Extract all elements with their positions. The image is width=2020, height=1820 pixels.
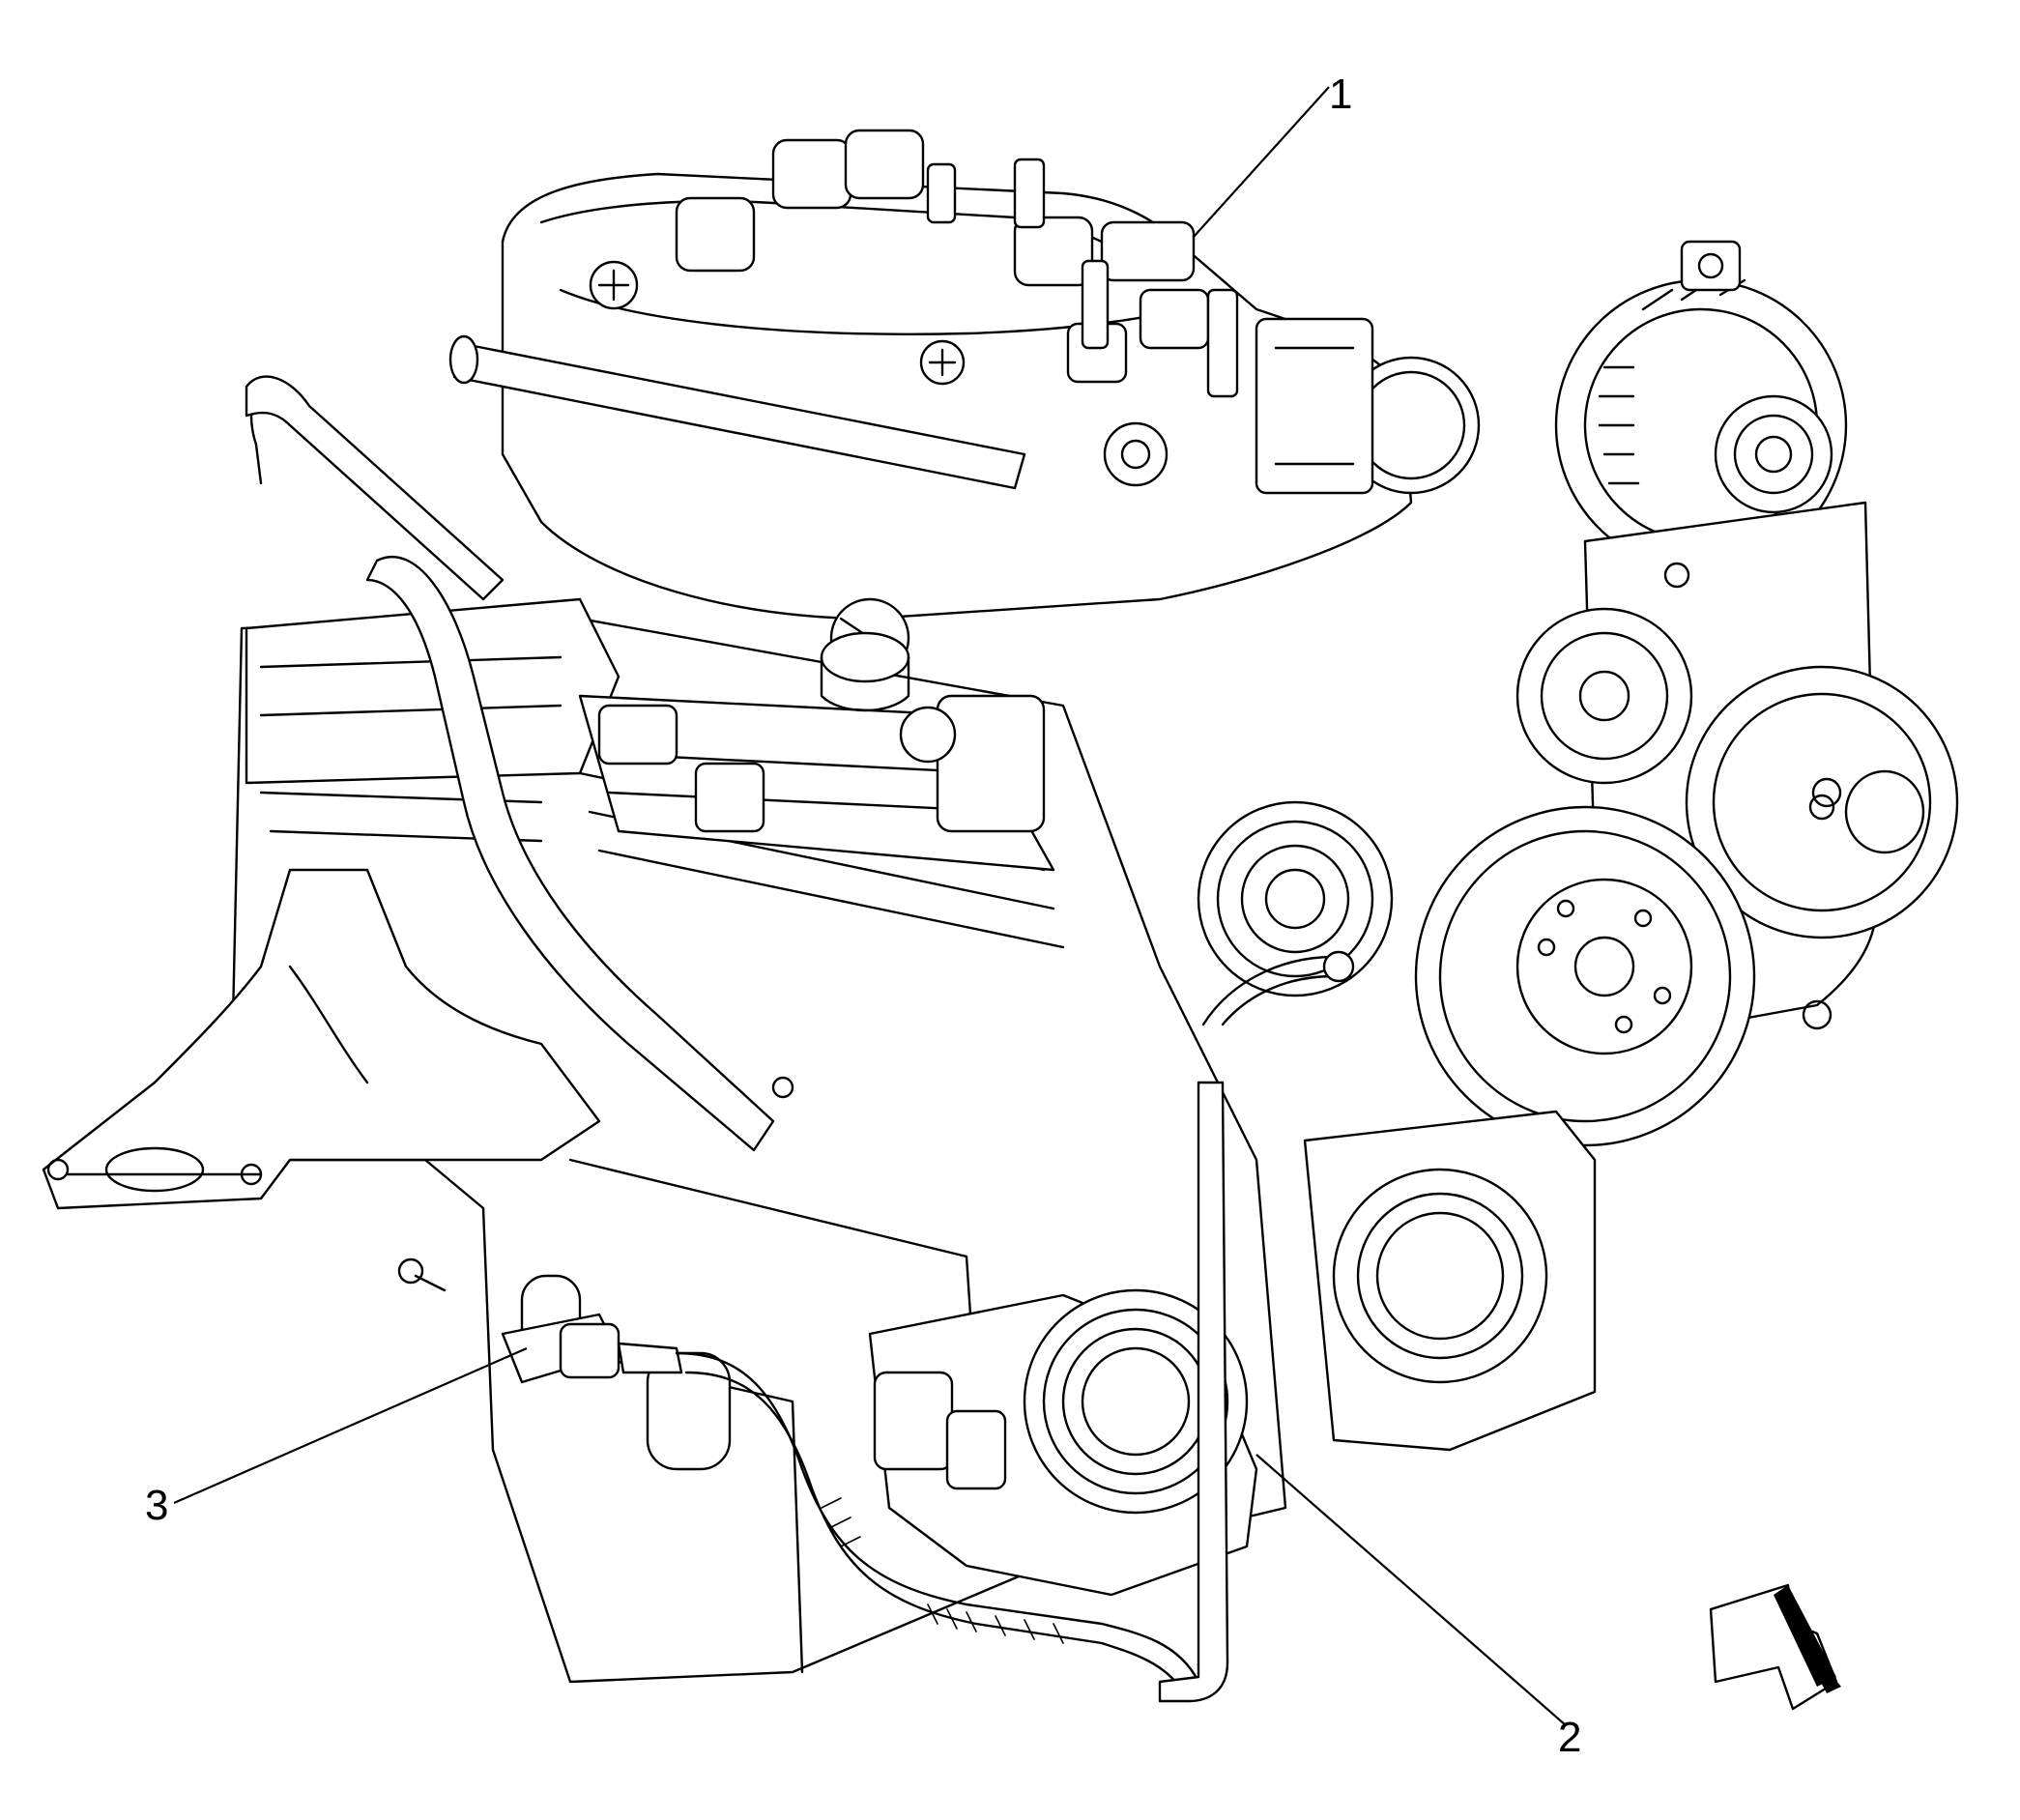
ac-line <box>1158 950 1355 1703</box>
timing-cover <box>1303 1110 1597 1452</box>
ac-compressor <box>868 1288 1258 1597</box>
crankshaft-pulley <box>1414 805 1756 1147</box>
view-direction-arrow-icon <box>1709 1583 1841 1711</box>
exhaust-manifold <box>42 868 601 1210</box>
callout-3: 3 <box>145 1482 168 1529</box>
callout-2: 2 <box>1558 1714 1581 1761</box>
water-pump-pulley <box>1197 800 1394 997</box>
callout-leaders <box>173 86 1567 1726</box>
callout-1: 1 <box>1329 71 1352 118</box>
fuel-rail <box>448 334 1169 490</box>
heater-hose <box>245 375 775 1152</box>
oil-fill-cap <box>820 631 910 712</box>
alternator <box>1554 240 1848 572</box>
sensor-harness <box>397 1076 1200 1703</box>
intake-manifold <box>501 129 1481 621</box>
